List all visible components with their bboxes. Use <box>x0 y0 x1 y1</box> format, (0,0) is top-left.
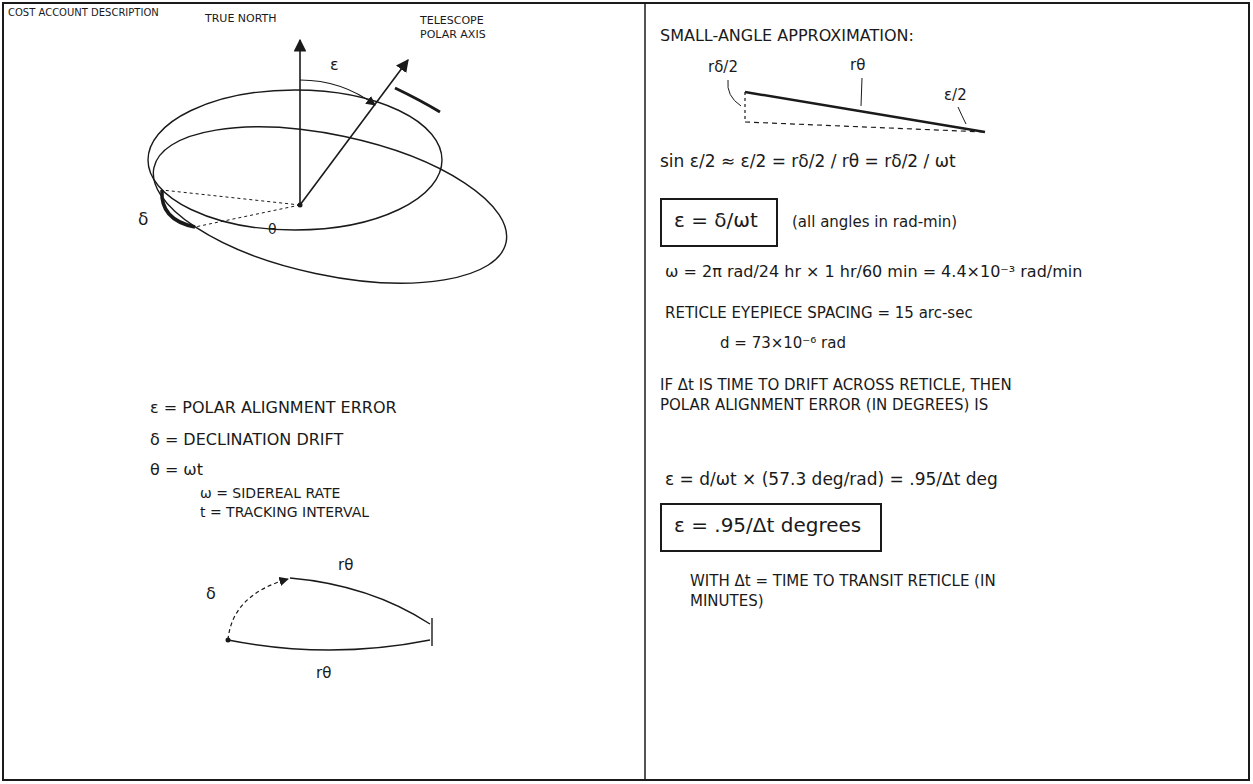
leader-line <box>958 107 966 124</box>
polar-axis-arrow <box>300 60 408 205</box>
equation: ε = d/ωt × (57.3 deg/rad) = .95/Δt deg <box>665 468 998 490</box>
equation-text: ε = δ/ωt <box>674 208 764 233</box>
arc-side <box>290 578 430 624</box>
equation: d = 73×10⁻⁶ rad <box>720 334 846 354</box>
definition: θ = ωt <box>150 460 203 481</box>
equation: ω = 2π rad/24 hr × 1 hr/60 min = 4.4×10⁻… <box>665 262 1082 283</box>
tracking-plane <box>139 99 520 311</box>
note: IF Δt IS TIME TO DRIFT ACROSS RETICLE, T… <box>660 376 1060 415</box>
sheet-heading: COST ACCOUNT DESCRIPTION <box>8 6 159 19</box>
equation: RETICLE EYEPIECE SPACING = 15 arc-sec <box>665 304 973 324</box>
equator-plane <box>148 90 442 230</box>
axis-label: TRUE NORTH <box>205 12 277 26</box>
definition: t = TRACKING INTERVAL <box>200 503 369 521</box>
section-heading: SMALL-ANGLE APPROXIMATION: <box>660 26 914 47</box>
boxed-equation: ε = .95/Δt degrees <box>660 503 882 552</box>
arc-side <box>228 640 430 650</box>
angle-label: ε/2 <box>944 86 967 106</box>
declination-drift-arc <box>162 190 195 227</box>
definition: ε = POLAR ALIGNMENT ERROR <box>150 398 397 419</box>
definition: ω = SIDEREAL RATE <box>200 484 340 502</box>
arc-length: rθ <box>338 556 353 576</box>
side-label: rθ <box>850 56 865 76</box>
error-angle-arc <box>300 80 375 105</box>
angle-symbol: δ <box>206 584 216 605</box>
leader-line <box>861 78 862 106</box>
leader-line <box>728 80 741 106</box>
side-label: rδ/2 <box>708 58 738 78</box>
short-side <box>744 92 745 122</box>
drift-arc <box>228 579 288 640</box>
center-dot <box>298 203 303 208</box>
vertex-dot <box>226 638 231 643</box>
arc-length: rθ <box>316 664 331 684</box>
angle-symbol: δ <box>138 208 148 230</box>
end-tick <box>431 618 432 646</box>
angle-symbol: θ <box>268 220 277 238</box>
boxed-equation: ε = δ/ωt <box>660 198 778 247</box>
panel-divider <box>644 3 646 780</box>
note: (all angles in rad-min) <box>792 213 957 233</box>
true-north-arrow <box>299 40 301 205</box>
axis-label: TELESCOPE POLAR AXIS <box>420 14 505 43</box>
radius-line <box>162 190 300 205</box>
equation: sin ε/2 ≈ ε/2 = rδ/2 / rθ = rδ/2 / ωt <box>660 150 956 172</box>
page-frame <box>3 3 1249 780</box>
radius-line <box>195 205 300 227</box>
equation-text: ε = .95/Δt degrees <box>674 513 868 538</box>
note: WITH Δt = TIME TO TRANSIT RETICLE (IN MI… <box>690 572 1030 611</box>
definition: δ = DECLINATION DRIFT <box>150 430 343 451</box>
base-line <box>745 122 985 132</box>
angle-symbol: ε <box>330 55 339 76</box>
thick-arc <box>395 88 440 112</box>
